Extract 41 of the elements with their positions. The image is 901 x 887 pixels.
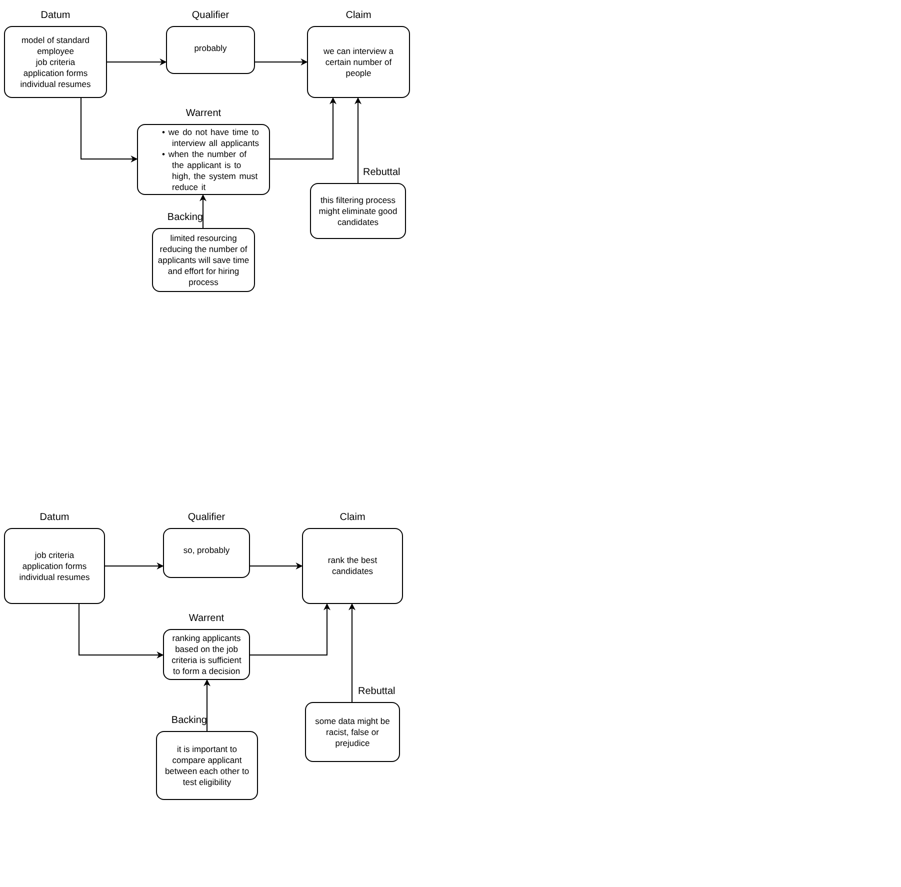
arrow — [354, 97, 362, 184]
arrow — [106, 58, 167, 66]
box-heading: Rebuttal — [363, 167, 400, 179]
arrow — [80, 98, 138, 162]
arrow — [200, 194, 206, 228]
box-heading: Claim — [338, 512, 366, 524]
box-text: this filtering process might eliminate good candidates — [318, 194, 398, 228]
arrow — [104, 562, 164, 570]
box-heading: Backing — [171, 715, 207, 727]
box-text: rank the best candidates — [326, 555, 378, 577]
box-text: individual resumes — [20, 78, 91, 90]
arrow — [254, 58, 308, 66]
box-heading: Datum — [40, 10, 72, 22]
box-text: some data might be racist, false or prejudice — [314, 716, 391, 748]
box-heading: Warrent — [188, 613, 226, 625]
box-text: job criteria — [36, 56, 76, 68]
box-text: ranking applicants based on the job criteria is sufficient to form a decision — [170, 632, 242, 676]
box-text: limited resourcing reducing the number of applicants will save time and effort for hiring process — [157, 232, 250, 288]
box-heading: Warrent — [184, 108, 222, 120]
arrow — [348, 603, 356, 702]
arrow — [250, 562, 303, 570]
box-heading: Claim — [344, 10, 372, 22]
box-text: application forms — [23, 68, 88, 78]
box-text: it is important to compare applicant between each other to test eligibility — [164, 744, 250, 788]
box-heading: Rebuttal — [358, 686, 396, 698]
box-text: application forms — [22, 560, 87, 572]
arrow — [250, 603, 330, 656]
arrow — [204, 679, 210, 732]
box-heading: Datum — [38, 512, 70, 524]
box-text: so, probably — [183, 545, 230, 556]
arrow — [78, 604, 164, 658]
box-text: individual resumes — [19, 572, 90, 582]
bullet-item: • when the number of the applicant is to high, the system must reduce it — [162, 148, 259, 192]
box-heading: Qualifier — [190, 10, 230, 22]
arrow — [270, 97, 336, 160]
box-text: we can interview a certain number of people — [322, 46, 394, 78]
bullet-item: • we do not have time to interview all applicants — [162, 126, 260, 148]
box-text: job criteria — [34, 550, 74, 560]
box-heading: Backing — [167, 212, 203, 224]
box-heading: Qualifier — [186, 512, 226, 524]
box-text: probably — [194, 43, 227, 54]
